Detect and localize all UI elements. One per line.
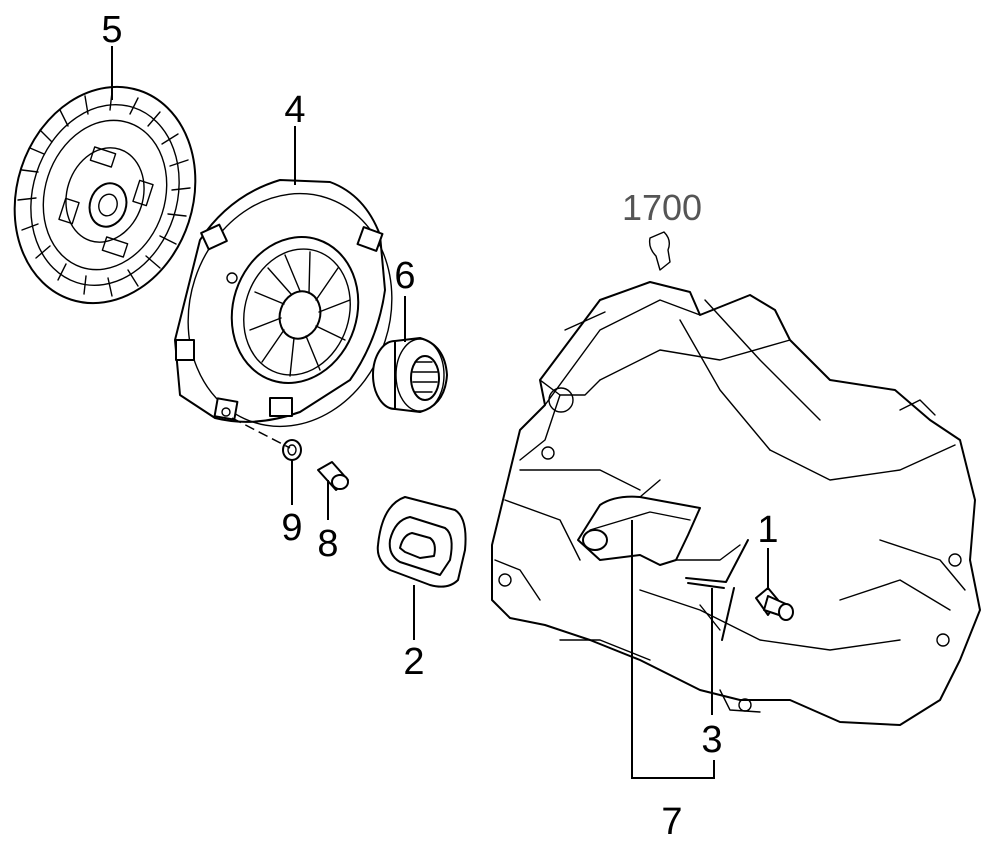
callout-6: 6 <box>394 255 415 297</box>
release-fork <box>577 479 701 566</box>
callout-3: 3 <box>701 719 722 761</box>
mounting-bolt <box>317 461 349 491</box>
leader-lines <box>111 46 769 779</box>
pivot-bolt <box>755 587 794 621</box>
release-fork-boot <box>376 496 467 588</box>
clutch-disc <box>13 85 197 305</box>
transmission-housing <box>491 231 981 726</box>
release-bearing <box>372 337 448 413</box>
callout-4: 4 <box>284 89 305 131</box>
callout-5: 5 <box>101 9 122 51</box>
fork-spring-clip <box>685 539 749 641</box>
callout-9: 9 <box>281 507 302 549</box>
callout-1: 1 <box>757 509 778 551</box>
callout-8: 8 <box>317 523 338 565</box>
callout-7: 7 <box>661 801 682 843</box>
retaining-clip <box>282 439 302 461</box>
callout-2: 2 <box>403 641 424 683</box>
reference-label: 1700 <box>622 187 702 228</box>
clutch-cover <box>174 179 393 428</box>
